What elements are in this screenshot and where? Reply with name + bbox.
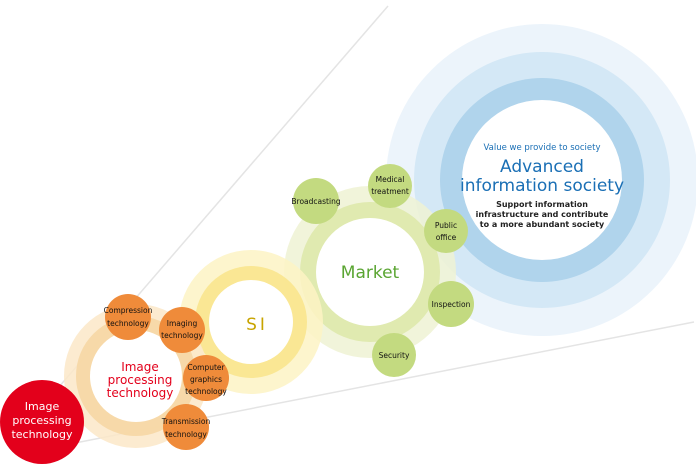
image-processing-core — [90, 330, 182, 422]
origin-circle — [0, 380, 84, 464]
node-transmission-line-1: Transmission — [161, 417, 211, 426]
society-stage: Value we provide to society Advanced inf… — [386, 24, 696, 336]
society-core — [462, 100, 622, 260]
society-title-line-2: information society — [460, 176, 624, 196]
market-title: Market — [341, 263, 400, 283]
society-description-line-3: to a more abundant society — [480, 220, 605, 229]
image-processing-nodes: Compression technology Imaging technolog… — [104, 294, 229, 450]
origin-line-1: Image — [25, 400, 60, 413]
node-imaging-line-1: Imaging — [167, 319, 198, 328]
node-medical-line-1: Medical — [376, 175, 405, 184]
node-security-circle — [372, 333, 416, 377]
node-security-line-1: Security — [379, 351, 410, 360]
si-title: SI — [246, 315, 268, 335]
market-stage: Market — [284, 186, 456, 358]
society-title-line-1: Advanced — [500, 157, 584, 177]
node-computer-graphics-line-1: Computer — [187, 363, 225, 372]
node-transmission-line-2: technology — [165, 430, 207, 439]
node-public-office-line-2: office — [436, 233, 457, 242]
node-public-office-line-1: Public — [435, 221, 457, 230]
node-broadcasting-line-1: Broadcasting — [291, 197, 340, 206]
node-imaging-line-2: technology — [161, 331, 203, 340]
node-broadcasting-circle — [293, 178, 339, 224]
image-processing-title-line-1: Image — [121, 360, 159, 374]
node-public-office[interactable]: Public office — [424, 209, 468, 253]
node-medical-treatment[interactable]: Medical treatment — [368, 164, 412, 208]
society-description-line-2: infrastructure and contribute — [476, 210, 609, 219]
node-compression-circle — [105, 294, 151, 340]
society-kicker: Value we provide to society — [483, 143, 600, 153]
node-computer-graphics-line-2: graphics — [190, 375, 222, 384]
node-inspection-circle — [428, 281, 474, 327]
node-computer-graphics-technology[interactable]: Computer graphics technology — [183, 355, 229, 401]
node-transmission-technology[interactable]: Transmission technology — [161, 404, 211, 450]
si-core — [209, 280, 293, 364]
node-public-office-circle — [424, 209, 468, 253]
node-compression-line-1: Compression — [104, 306, 153, 315]
node-compression-technology[interactable]: Compression technology — [104, 294, 153, 340]
image-processing-title-line-3: technology — [107, 386, 174, 400]
node-medical-line-2: treatment — [371, 187, 409, 196]
node-inspection[interactable]: Inspection — [428, 281, 474, 327]
image-processing-title-line-2: processing — [108, 373, 173, 387]
node-inspection-line-1: Inspection — [432, 300, 471, 309]
origin-line-3: technology — [11, 428, 73, 441]
node-medical-circle — [368, 164, 412, 208]
node-imaging-circle — [159, 307, 205, 353]
market-core — [316, 218, 424, 326]
node-compression-line-2: technology — [107, 319, 149, 328]
node-computer-graphics-circle — [183, 355, 229, 401]
node-transmission-circle — [163, 404, 209, 450]
node-computer-graphics-line-3: technology — [185, 387, 227, 396]
origin-line-2: processing — [12, 414, 71, 427]
origin-image-processing-technology[interactable]: Image processing technology — [0, 380, 84, 464]
node-imaging-technology[interactable]: Imaging technology — [159, 307, 205, 353]
market-nodes: Broadcasting Medical treatment Public of… — [291, 164, 474, 377]
node-security[interactable]: Security — [372, 333, 416, 377]
node-broadcasting[interactable]: Broadcasting — [291, 178, 341, 224]
society-description-line-1: Support information — [496, 200, 588, 209]
